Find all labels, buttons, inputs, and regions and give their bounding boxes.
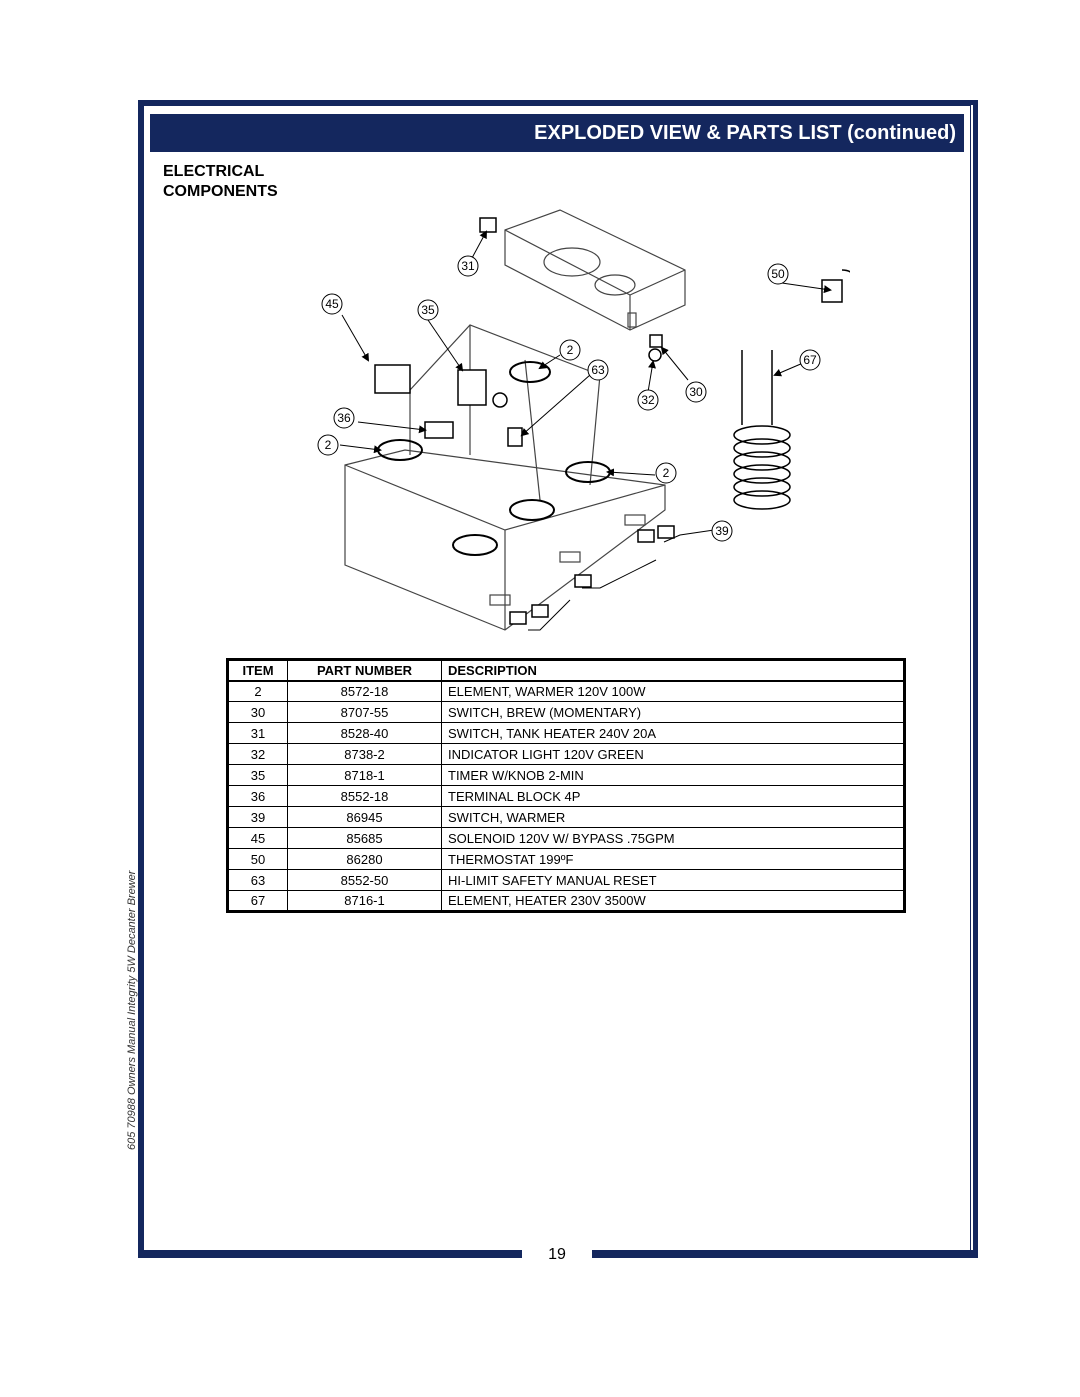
svg-text:31: 31 xyxy=(461,259,475,273)
cell-part-number: 8572-18 xyxy=(287,680,442,702)
cell-part-number: 8707-55 xyxy=(287,701,442,723)
svg-text:50: 50 xyxy=(771,267,785,281)
cell-description: TERMINAL BLOCK 4P xyxy=(441,785,905,807)
cell-part-number: 8738-2 xyxy=(287,743,442,765)
cell-description: SWITCH, BREW (MOMENTARY) xyxy=(441,701,905,723)
cell-item: 67 xyxy=(227,890,288,912)
callout-2a: 2 xyxy=(559,339,581,361)
cell-description: SOLENOID 120V W/ BYPASS .75GPM xyxy=(441,827,905,849)
header-description: DESCRIPTION xyxy=(441,659,905,682)
cell-description: TIMER W/KNOB 2-MIN xyxy=(441,764,905,786)
cell-description: HI-LIMIT SAFETY MANUAL RESET xyxy=(441,869,905,891)
solenoid-timer-terminal xyxy=(374,348,662,447)
cell-item: 2 xyxy=(227,680,288,702)
svg-text:2: 2 xyxy=(567,343,574,357)
heater-coil xyxy=(733,350,791,510)
callout-39: 39 xyxy=(711,520,733,542)
page-footer-bar-right xyxy=(592,1250,978,1258)
table-header-row: ITEM PART NUMBER DESCRIPTION xyxy=(227,659,905,682)
header-part-number: PART NUMBER xyxy=(287,659,442,682)
cell-description: SWITCH, WARMER xyxy=(441,806,905,828)
svg-text:2: 2 xyxy=(663,466,670,480)
header-item: ITEM xyxy=(227,659,288,682)
cell-part-number: 8718-1 xyxy=(287,764,442,786)
callout-31: 31 xyxy=(457,255,479,277)
svg-text:63: 63 xyxy=(591,363,605,377)
cell-item: 50 xyxy=(227,848,288,870)
page-title-bar: EXPLODED VIEW & PARTS LIST (continued) xyxy=(150,114,964,152)
section-title-line1: ELECTRICAL xyxy=(163,163,265,180)
cell-item: 63 xyxy=(227,869,288,891)
cell-item: 32 xyxy=(227,743,288,765)
callout-35: 35 xyxy=(417,299,439,321)
cell-part-number: 86945 xyxy=(287,806,442,828)
svg-text:35: 35 xyxy=(421,303,435,317)
callout-45: 45 xyxy=(321,293,343,315)
svg-text:30: 30 xyxy=(689,385,703,399)
cell-part-number: 85685 xyxy=(287,827,442,849)
cell-description: THERMOSTAT 199ºF xyxy=(441,848,905,870)
section-title-line2: COMPONENTS xyxy=(163,183,278,200)
svg-text:67: 67 xyxy=(803,353,817,367)
cell-part-number: 8552-18 xyxy=(287,785,442,807)
callout-bubbles: 31 50 45 35 2 63 67 30 32 36 2 2 39 xyxy=(317,255,821,542)
svg-text:36: 36 xyxy=(337,411,351,425)
callout-2b: 2 xyxy=(317,434,339,456)
svg-text:45: 45 xyxy=(325,297,339,311)
switches xyxy=(479,217,675,625)
cell-item: 36 xyxy=(227,785,288,807)
svg-text:39: 39 xyxy=(715,524,729,538)
callout-leaders xyxy=(339,230,832,631)
callout-63: 63 xyxy=(587,359,609,381)
callout-36: 36 xyxy=(333,407,355,429)
cell-description: INDICATOR LIGHT 120V GREEN xyxy=(441,743,905,765)
cell-part-number: 8552-50 xyxy=(287,869,442,891)
exploded-view-diagram: 31 50 45 35 2 63 67 30 32 36 2 2 39 xyxy=(317,209,850,631)
cell-part-number: 86280 xyxy=(287,848,442,870)
tank-box xyxy=(504,209,686,331)
callout-30: 30 xyxy=(685,381,707,403)
page-title: EXPLODED VIEW & PARTS LIST (continued) xyxy=(534,121,956,144)
cell-item: 35 xyxy=(227,764,288,786)
thermostat xyxy=(821,269,850,303)
page-footer-bar-left xyxy=(138,1250,522,1258)
cell-item: 39 xyxy=(227,806,288,828)
cell-item: 30 xyxy=(227,701,288,723)
callout-50: 50 xyxy=(767,263,789,285)
cell-part-number: 8528-40 xyxy=(287,722,442,744)
callout-32: 32 xyxy=(637,389,659,411)
svg-text:32: 32 xyxy=(641,393,655,407)
svg-text:2: 2 xyxy=(325,438,332,452)
callout-67: 67 xyxy=(799,349,821,371)
cell-item: 31 xyxy=(227,722,288,744)
cell-item: 45 xyxy=(227,827,288,849)
cell-description: SWITCH, TANK HEATER 240V 20A xyxy=(441,722,905,744)
side-footer-text: 605 70988 Owners Manual Integrity 5W Dec… xyxy=(126,870,138,1150)
callout-2c: 2 xyxy=(655,462,677,484)
page-number: 19 xyxy=(522,1246,592,1264)
cell-description: ELEMENT, HEATER 230V 3500W xyxy=(441,890,905,912)
section-title: ELECTRICAL COMPONENTS xyxy=(163,162,278,202)
cell-part-number: 8716-1 xyxy=(287,890,442,912)
cell-description: ELEMENT, WARMER 120V 100W xyxy=(441,680,905,702)
base-box xyxy=(344,324,666,631)
